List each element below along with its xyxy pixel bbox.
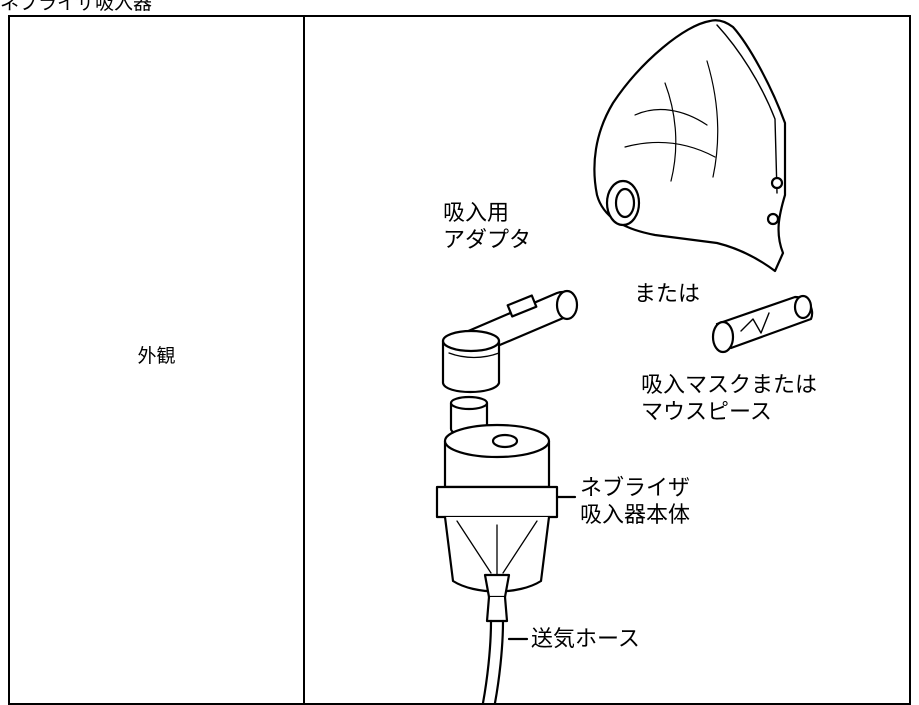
nebulizer-body <box>435 395 559 599</box>
illustration-cell: 吸入用 アダプタ または 吸入マスクまたは マウスピース ネブライザ 吸入器本体… <box>305 17 909 703</box>
air-hose <box>481 595 509 703</box>
label-or: または <box>634 282 701 307</box>
label-adapter: 吸入用 アダプタ <box>443 201 532 253</box>
appearance-table: 外観 <box>8 15 911 705</box>
inhalation-adapter <box>441 289 579 393</box>
label-air-hose: 送気ホース <box>531 627 640 652</box>
column-divider <box>303 17 305 703</box>
inhalation-mask <box>593 19 787 273</box>
mouthpiece <box>711 294 814 354</box>
nebulizer-illustration <box>435 19 814 703</box>
row-label-appearance: 外観 <box>137 345 176 367</box>
label-nebulizer-body: ネブライザ 吸入器本体 <box>580 476 691 528</box>
figure-caption: ネブライザ吸入器 <box>0 0 153 14</box>
label-mask-or-mouthpiece: 吸入マスクまたは マウスピース <box>641 373 818 425</box>
